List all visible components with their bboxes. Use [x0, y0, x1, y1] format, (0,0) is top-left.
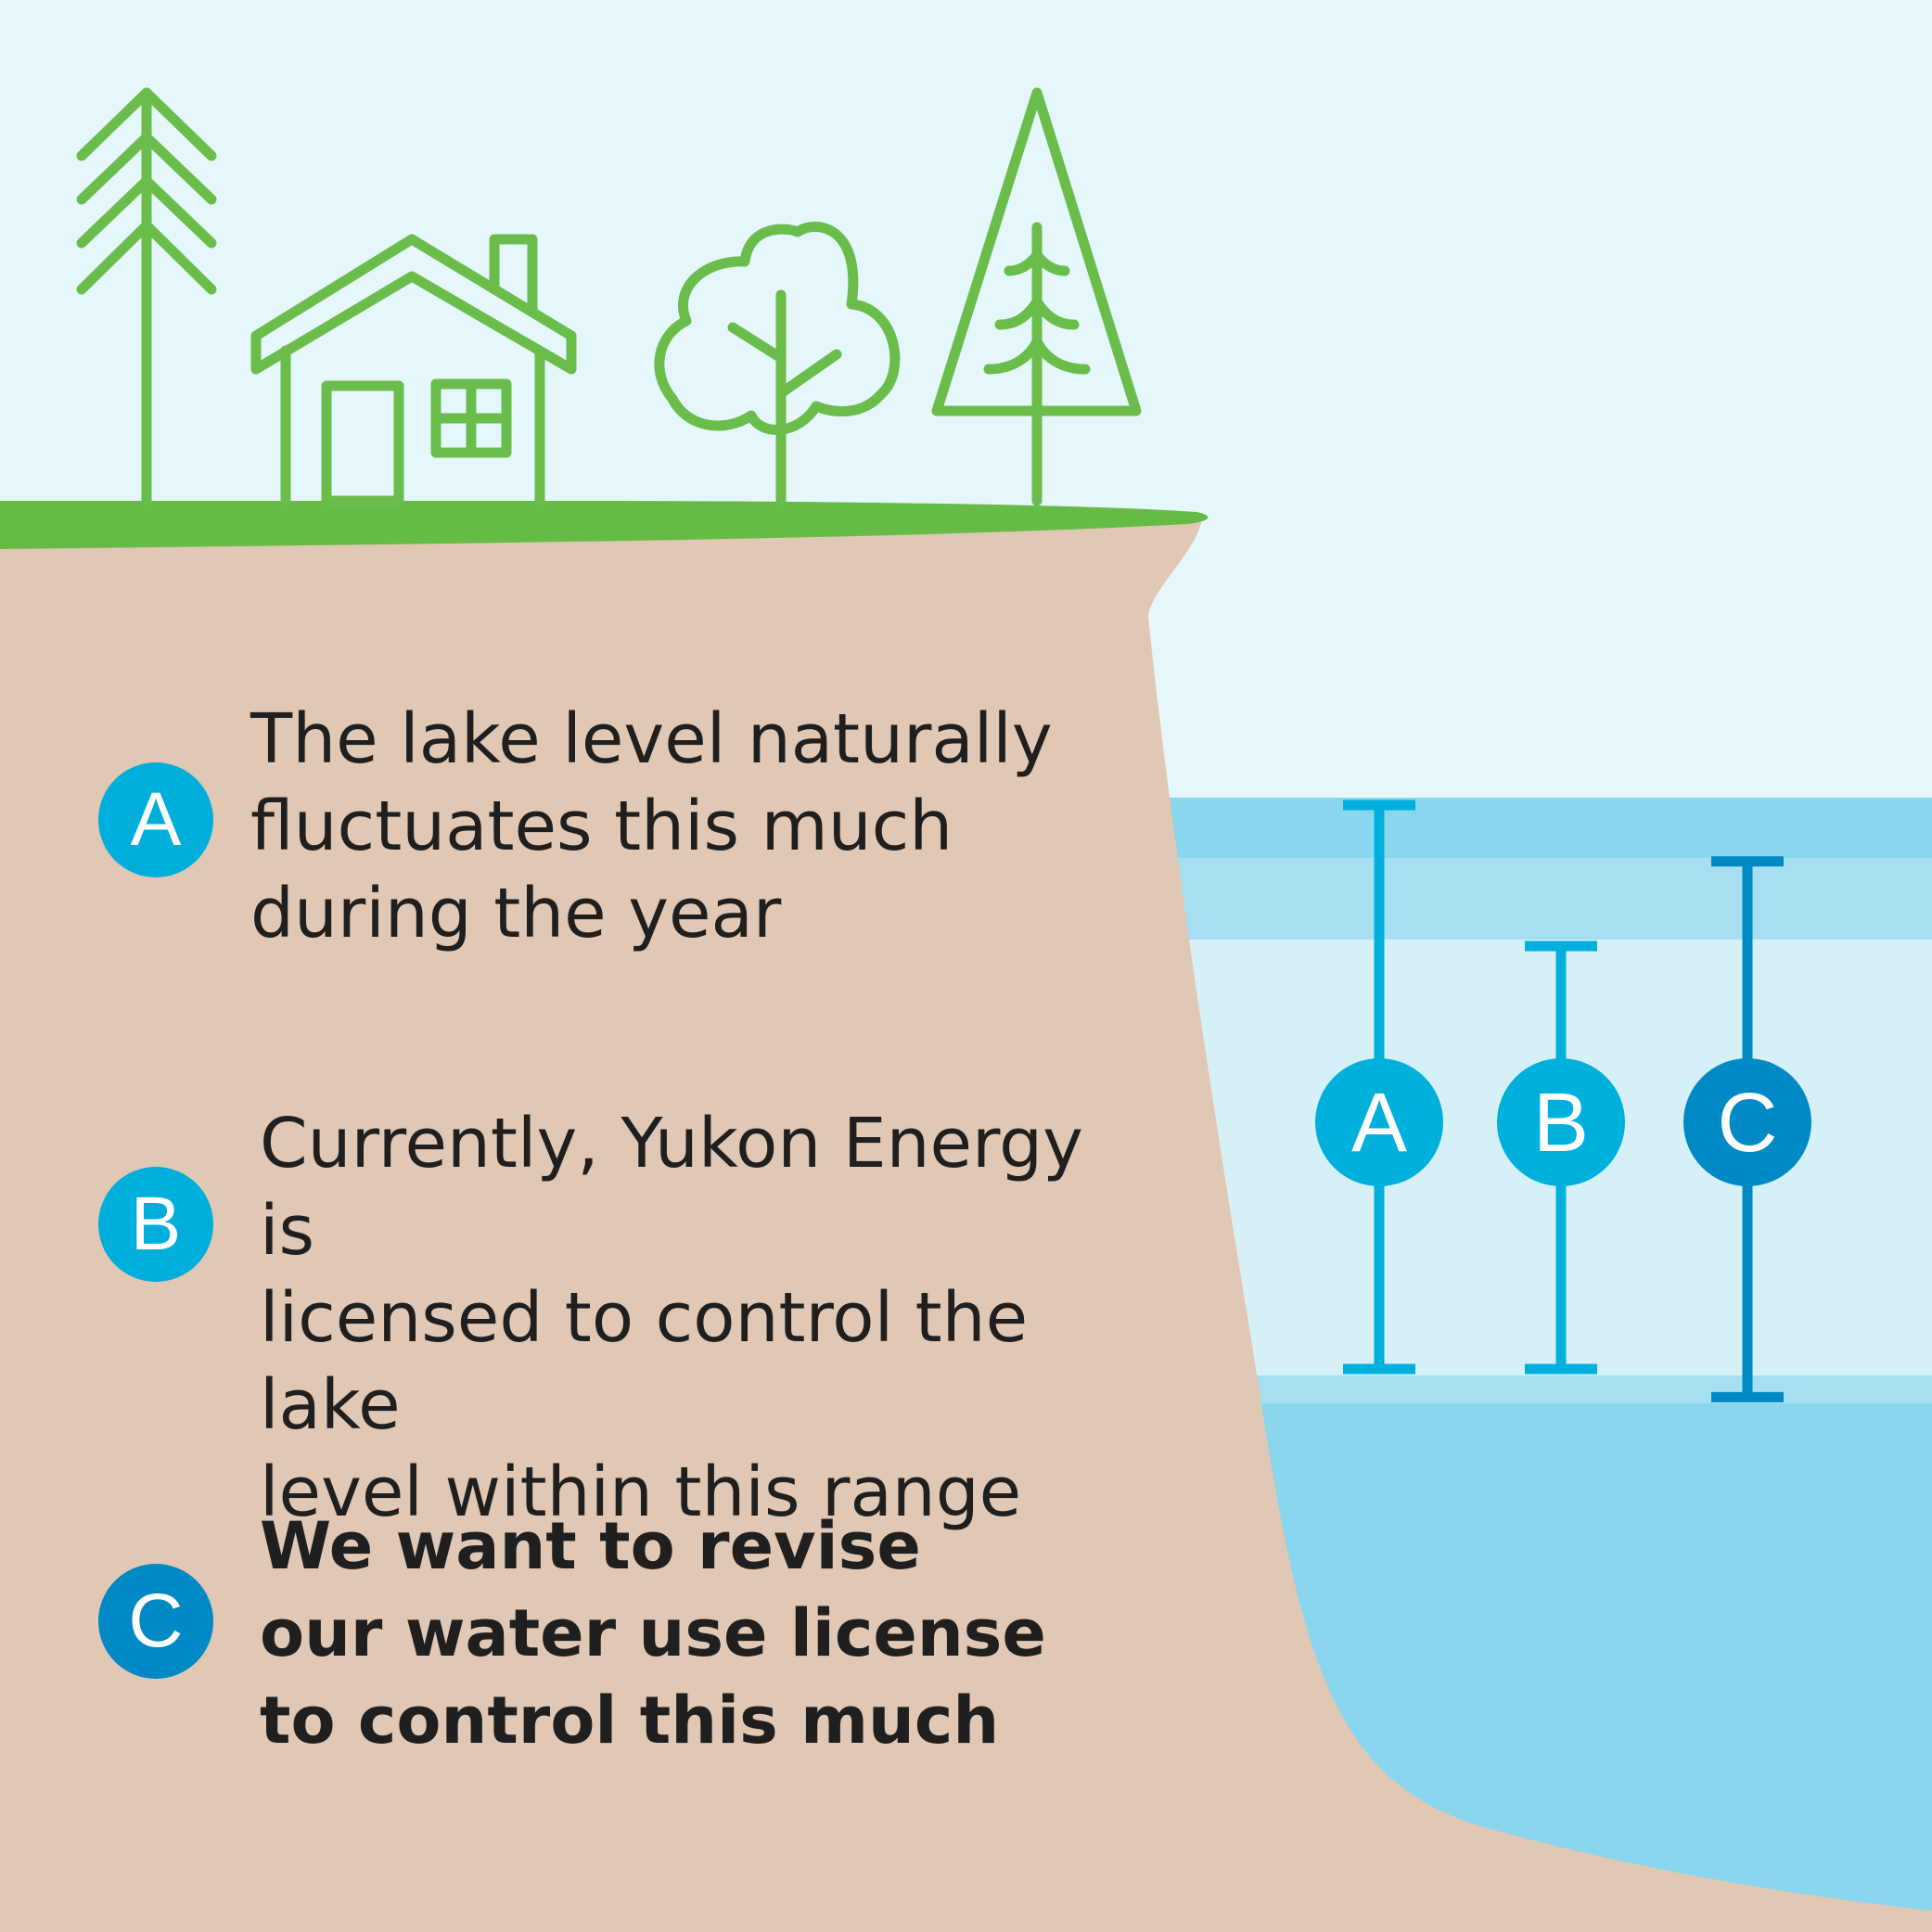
- legend-text-a: The lake level naturally fluctuates this…: [250, 699, 1053, 953]
- range-marker-c: C: [1683, 856, 1811, 1402]
- range-markers: A B C: [1315, 800, 1811, 1402]
- range-marker-a: A: [1315, 800, 1443, 1375]
- range-badge-label: C: [1718, 1077, 1778, 1170]
- deciduous-tree-icon: [654, 221, 901, 506]
- range-badge: [1497, 1058, 1625, 1186]
- range-badge: [1315, 1058, 1443, 1186]
- legend-badge-a: A: [98, 762, 213, 877]
- legend-badge-b: B: [98, 1167, 213, 1282]
- range-badge-label: B: [1533, 1077, 1589, 1170]
- range-badge-label: A: [1351, 1077, 1407, 1170]
- range-badge: [1683, 1058, 1811, 1186]
- grass-strip: [0, 501, 1209, 549]
- lake-water: [1150, 798, 1932, 1932]
- water-top-band: [1150, 798, 1932, 858]
- legend-text-c: We want to revise our water use license …: [260, 1508, 1046, 1759]
- legend-badge-c: C: [98, 1564, 213, 1679]
- water-upper-band: [1150, 858, 1932, 940]
- range-marker-b: B: [1497, 940, 1625, 1375]
- triangle-tree-icon: [931, 87, 1142, 506]
- water-lower-band: [1150, 1375, 1932, 1403]
- legend-text-b: Currently, Yukon Energy is licensed to c…: [260, 1104, 1083, 1532]
- house-icon: [250, 234, 577, 506]
- soil-cliff: [0, 501, 1932, 1932]
- pine-tree-icon: [76, 87, 217, 506]
